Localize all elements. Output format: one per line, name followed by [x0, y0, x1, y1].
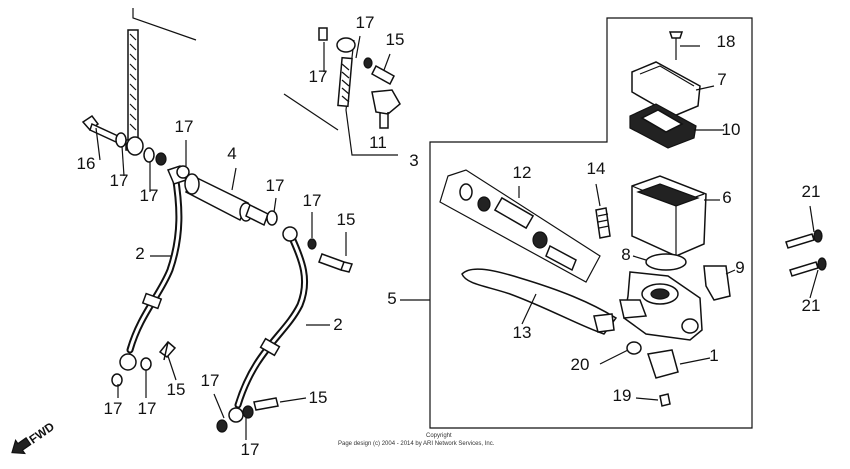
brake-switch-1: [647, 349, 679, 379]
screw-14: [595, 207, 611, 239]
bracket-line-2: [283, 93, 339, 131]
callout-label: 17: [241, 440, 260, 459]
bolt-15-lower: [158, 340, 177, 361]
leader-lines: [95, 35, 819, 440]
reservoir-cap-7: [631, 61, 701, 117]
bolt-15-top: [371, 64, 395, 86]
callout-label: 5: [387, 289, 396, 308]
callout-label: 2: [135, 244, 144, 263]
callout-labels: 17 15 17 11 3 18 7 10 12 14 6 21 21 8 9 5 13 20 1 19 4 17 16 17…: [77, 13, 821, 459]
bolt-15-mid: [318, 253, 353, 273]
callout-label: 15: [337, 210, 356, 229]
hose-right-eye: [282, 226, 298, 242]
grommet-11: [371, 89, 401, 129]
callout-label: 17: [356, 13, 375, 32]
callout-label: 4: [227, 144, 236, 163]
three-way-joint-4: [184, 173, 269, 227]
callout-label: 6: [722, 188, 731, 207]
callout-label: 17: [303, 191, 322, 210]
callout-label: 7: [717, 70, 726, 89]
copyright-line2: Page design (c) 2004 - 2014 by ARI Netwo…: [338, 441, 495, 447]
washer-17-e: [307, 238, 317, 250]
hose-clamp-2: [259, 337, 281, 357]
callout-label: 17: [175, 117, 194, 136]
callout-label: 19: [613, 386, 632, 405]
callout-label: 17: [138, 399, 157, 418]
bolt-17-top: [318, 27, 328, 41]
washer-lower-4: [242, 405, 254, 419]
bolt-21-upper: [785, 233, 815, 249]
washer-17-c: [155, 152, 167, 166]
fwd-arrow: FWD: [11, 419, 58, 455]
callout-label: 3: [409, 151, 418, 170]
master-cylinder-body: [619, 271, 703, 341]
piston-kit-12: [439, 169, 601, 283]
screw-18-head: [668, 31, 684, 39]
callout-label: 15: [386, 30, 405, 49]
callout-label: 20: [571, 355, 590, 374]
callout-label: 17: [110, 171, 129, 190]
callout-label: 14: [587, 159, 606, 178]
callout-label: 18: [717, 32, 736, 51]
callout-label: 16: [77, 154, 96, 173]
banjo-lower-left: [119, 353, 137, 371]
callout-label: 21: [802, 296, 821, 315]
callout-label: 17: [266, 176, 285, 195]
callout-label: 12: [513, 163, 532, 182]
callout-label: 17: [104, 399, 123, 418]
washer-17-a: [115, 132, 127, 148]
brake-pipe-upper-left: [125, 29, 141, 151]
group-outline: [429, 17, 753, 429]
washer-lower-3: [216, 419, 228, 433]
fwd-label: FWD: [27, 419, 58, 446]
copyright-line1: Copyright: [426, 433, 452, 439]
banjo-lower-right: [228, 407, 244, 423]
washer-17-top: [363, 57, 373, 69]
brake-lever-13: [461, 268, 618, 335]
bushing-20: [626, 341, 642, 355]
callout-label: 15: [309, 388, 328, 407]
washer-lower-1: [111, 373, 123, 387]
callout-label: 13: [513, 323, 532, 342]
callout-label: 9: [735, 258, 744, 277]
callout-label: 11: [369, 133, 387, 152]
lever-pivot: [593, 313, 615, 333]
bracket-9: [703, 265, 731, 301]
washer-lower-2: [140, 357, 152, 371]
fitting-eye: [176, 165, 190, 179]
banjo-fitting: [126, 136, 144, 156]
callout-label: 1: [709, 346, 718, 365]
callout-label: 15: [167, 380, 186, 399]
screw-19: [659, 393, 671, 407]
callout-label: 17: [201, 371, 220, 390]
callout-label: 21: [802, 182, 821, 201]
callout-label: 10: [722, 120, 741, 139]
washer-17-d: [266, 210, 278, 226]
callout-label: 17: [140, 186, 159, 205]
o-ring-8: [645, 253, 687, 271]
banjo-bolt-16: [81, 114, 119, 144]
callout-label: 2: [333, 315, 342, 334]
callout-label: 17: [309, 67, 328, 86]
hose-clamp: [141, 292, 163, 310]
washer-17-b: [143, 147, 155, 163]
bracket-line: [132, 8, 197, 41]
callout-label: 8: [621, 245, 630, 264]
brake-pipe-3: [336, 37, 398, 156]
bolt-15-bottom: [253, 397, 279, 411]
bolt-21-lower: [789, 261, 819, 277]
